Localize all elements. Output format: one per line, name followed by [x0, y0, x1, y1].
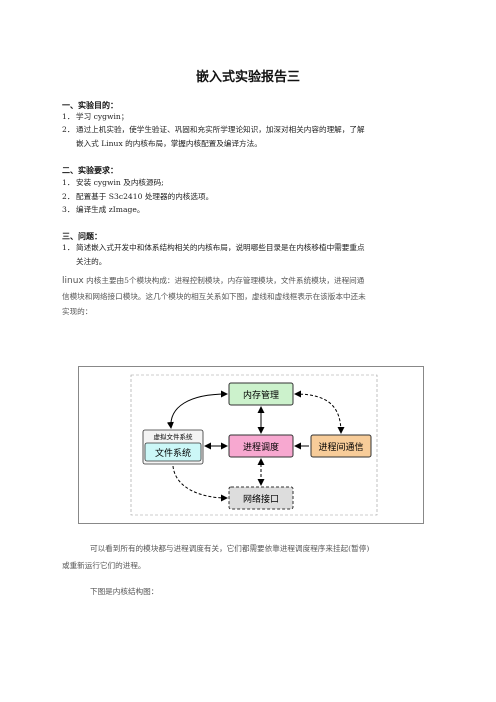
arrow-fs-network	[172, 465, 228, 502]
list-number: 2．	[62, 125, 75, 134]
list-number: 1．	[62, 112, 75, 121]
section-heading-questions: 三、问题：	[62, 231, 102, 241]
paragraph-line: 或重新运行它们的进程。	[62, 561, 146, 570]
list-text-continued: 嵌入式 Linux 的内核布局，掌握内核配置及编译方法。	[76, 139, 262, 148]
paragraph-line: 可以看到所有的模块都与进程调度有关，它们都需要依靠进程调度程序来挂起(暂停)	[90, 544, 370, 553]
scheduler-box	[228, 434, 294, 458]
list-text: 编译生成 zImage。	[76, 205, 145, 214]
paragraph-line: 信模块和网络接口模块。这几个模块的相互关系如下图，虚线和虚线框表示在该版本中还未	[62, 292, 366, 301]
body-paragraph: linux 内核主要由5个模块构成：进程控制模块，内存管理模块，文件系统模块，进…	[62, 273, 434, 319]
list-item: 2．配置基于 S3c2410 处理器的内核选项。	[62, 191, 432, 203]
ipc-box	[310, 434, 372, 458]
memory-management-box	[228, 382, 294, 406]
report-title: 嵌入式实验报告三	[195, 70, 300, 85]
list-item: 2．通过上机实验，使学生验证、巩固和充实所学理论知识，加深对相关内容的理解，了解	[62, 124, 432, 136]
list-item: 1．学习 cygwin；	[62, 111, 432, 123]
list-text: 通过上机实验，使学生验证、巩固和充实所学理论知识，加深对相关内容的理解，了解	[76, 125, 365, 134]
arrow-memory-fs	[166, 390, 228, 429]
paragraph-line: 下图是内核结构图：	[90, 587, 159, 596]
list-text: 学习 cygwin；	[76, 112, 129, 121]
list-number: 3．	[62, 205, 75, 214]
list-item: 1．安装 cygwin 及内核源码;	[62, 177, 432, 189]
memory-management-label: 内存管理	[243, 389, 279, 401]
kernel-module-diagram: 内存管理 虚拟文件系统 文件系统 进程调度 进程间通信 网络接口	[78, 366, 424, 524]
ipc-label: 进程间通信	[318, 441, 363, 453]
network-box	[228, 486, 294, 510]
filesystem-label: 文件系统	[155, 447, 191, 459]
list-item: 3．编译生成 zImage。	[62, 204, 432, 216]
filesystem-box	[144, 442, 202, 462]
list-number: 1．	[62, 243, 75, 252]
list-number: 2．	[62, 192, 75, 201]
list-text-continued: 关注的。	[76, 257, 107, 266]
list-text: 简述嵌入式开发中和体系结构相关的内核布局，说明哪些目录是在内核移植中需要重点	[76, 243, 365, 252]
list-text: 安装 cygwin 及内核源码;	[76, 178, 164, 187]
paragraph-line: 实现的：	[62, 307, 93, 316]
list-number: 1．	[62, 178, 75, 187]
linux-term: linux	[62, 276, 84, 286]
section-heading-purpose: 一、实验目的：	[62, 100, 118, 110]
diagram-canvas: 内存管理 虚拟文件系统 文件系统 进程调度 进程间通信 网络接口	[130, 374, 378, 516]
vfs-label: 虚拟文件系统	[154, 432, 194, 441]
list-text: 配置基于 S3c2410 处理器的内核选项。	[76, 192, 214, 201]
section-heading-requirements: 二、实验要求：	[62, 165, 118, 175]
arrow-memory-ipc	[294, 390, 345, 434]
list-item: 1．简述嵌入式开发中和体系结构相关的内核布局，说明哪些目录是在内核移植中需要重点	[62, 242, 432, 254]
network-label: 网络接口	[243, 493, 279, 505]
scheduler-label: 进程调度	[243, 441, 279, 453]
paragraph-line: linux 内核主要由5个模块构成：进程控制模块，内存管理模块，文件系统模块，进…	[62, 273, 434, 289]
paragraph-text: 内核主要由5个模块构成：进程控制模块，内存管理模块，文件系统模块，进程间通	[83, 276, 365, 285]
outer-dashed-frame	[130, 374, 378, 516]
body-paragraph: 可以看到所有的模块都与进程调度有关，它们都需要依靠进程调度程序来挂起(暂停) 或…	[62, 540, 442, 600]
